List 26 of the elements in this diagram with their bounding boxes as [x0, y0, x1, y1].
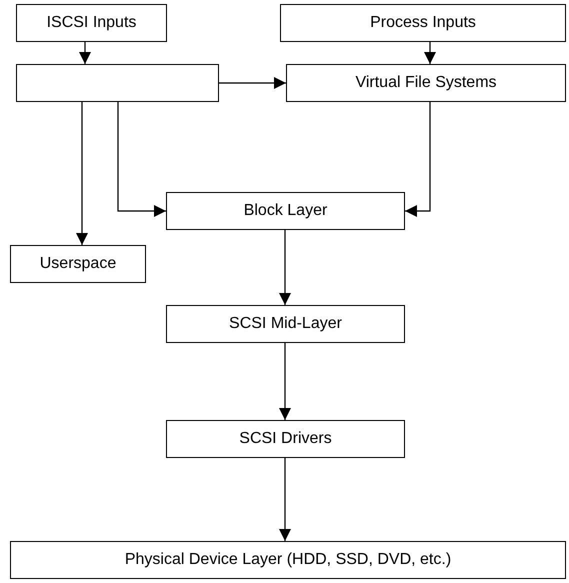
arrow — [424, 42, 436, 64]
process-box — [166, 305, 405, 343]
box-label: Physical Device Layer (HDD, SSD, DVD, etc.) — [124, 551, 452, 569]
arrow — [405, 102, 431, 217]
arrow — [279, 230, 291, 305]
process-box — [166, 420, 405, 458]
box-label: SCSI Mid-Layer — [229, 315, 342, 333]
process-box — [10, 245, 146, 283]
process-box — [16, 4, 167, 42]
process-box — [166, 192, 405, 230]
arrow — [219, 77, 286, 89]
arrow — [117, 102, 166, 217]
box-label: Process Inputs — [370, 14, 476, 32]
process-box — [280, 4, 566, 42]
process-box — [16, 64, 219, 102]
box-label: SCSI Drivers — [239, 430, 332, 448]
box-label: Virtual File Systems — [355, 74, 497, 92]
box-label: Block Layer — [244, 202, 328, 220]
box-label: Userspace — [40, 255, 116, 273]
box-label: ISCSI Inputs — [46, 14, 136, 32]
arrow — [76, 102, 88, 245]
arrow — [279, 343, 291, 420]
process-box — [286, 64, 566, 102]
arrow — [79, 42, 91, 64]
process-box — [10, 541, 566, 579]
arrow — [279, 458, 291, 541]
